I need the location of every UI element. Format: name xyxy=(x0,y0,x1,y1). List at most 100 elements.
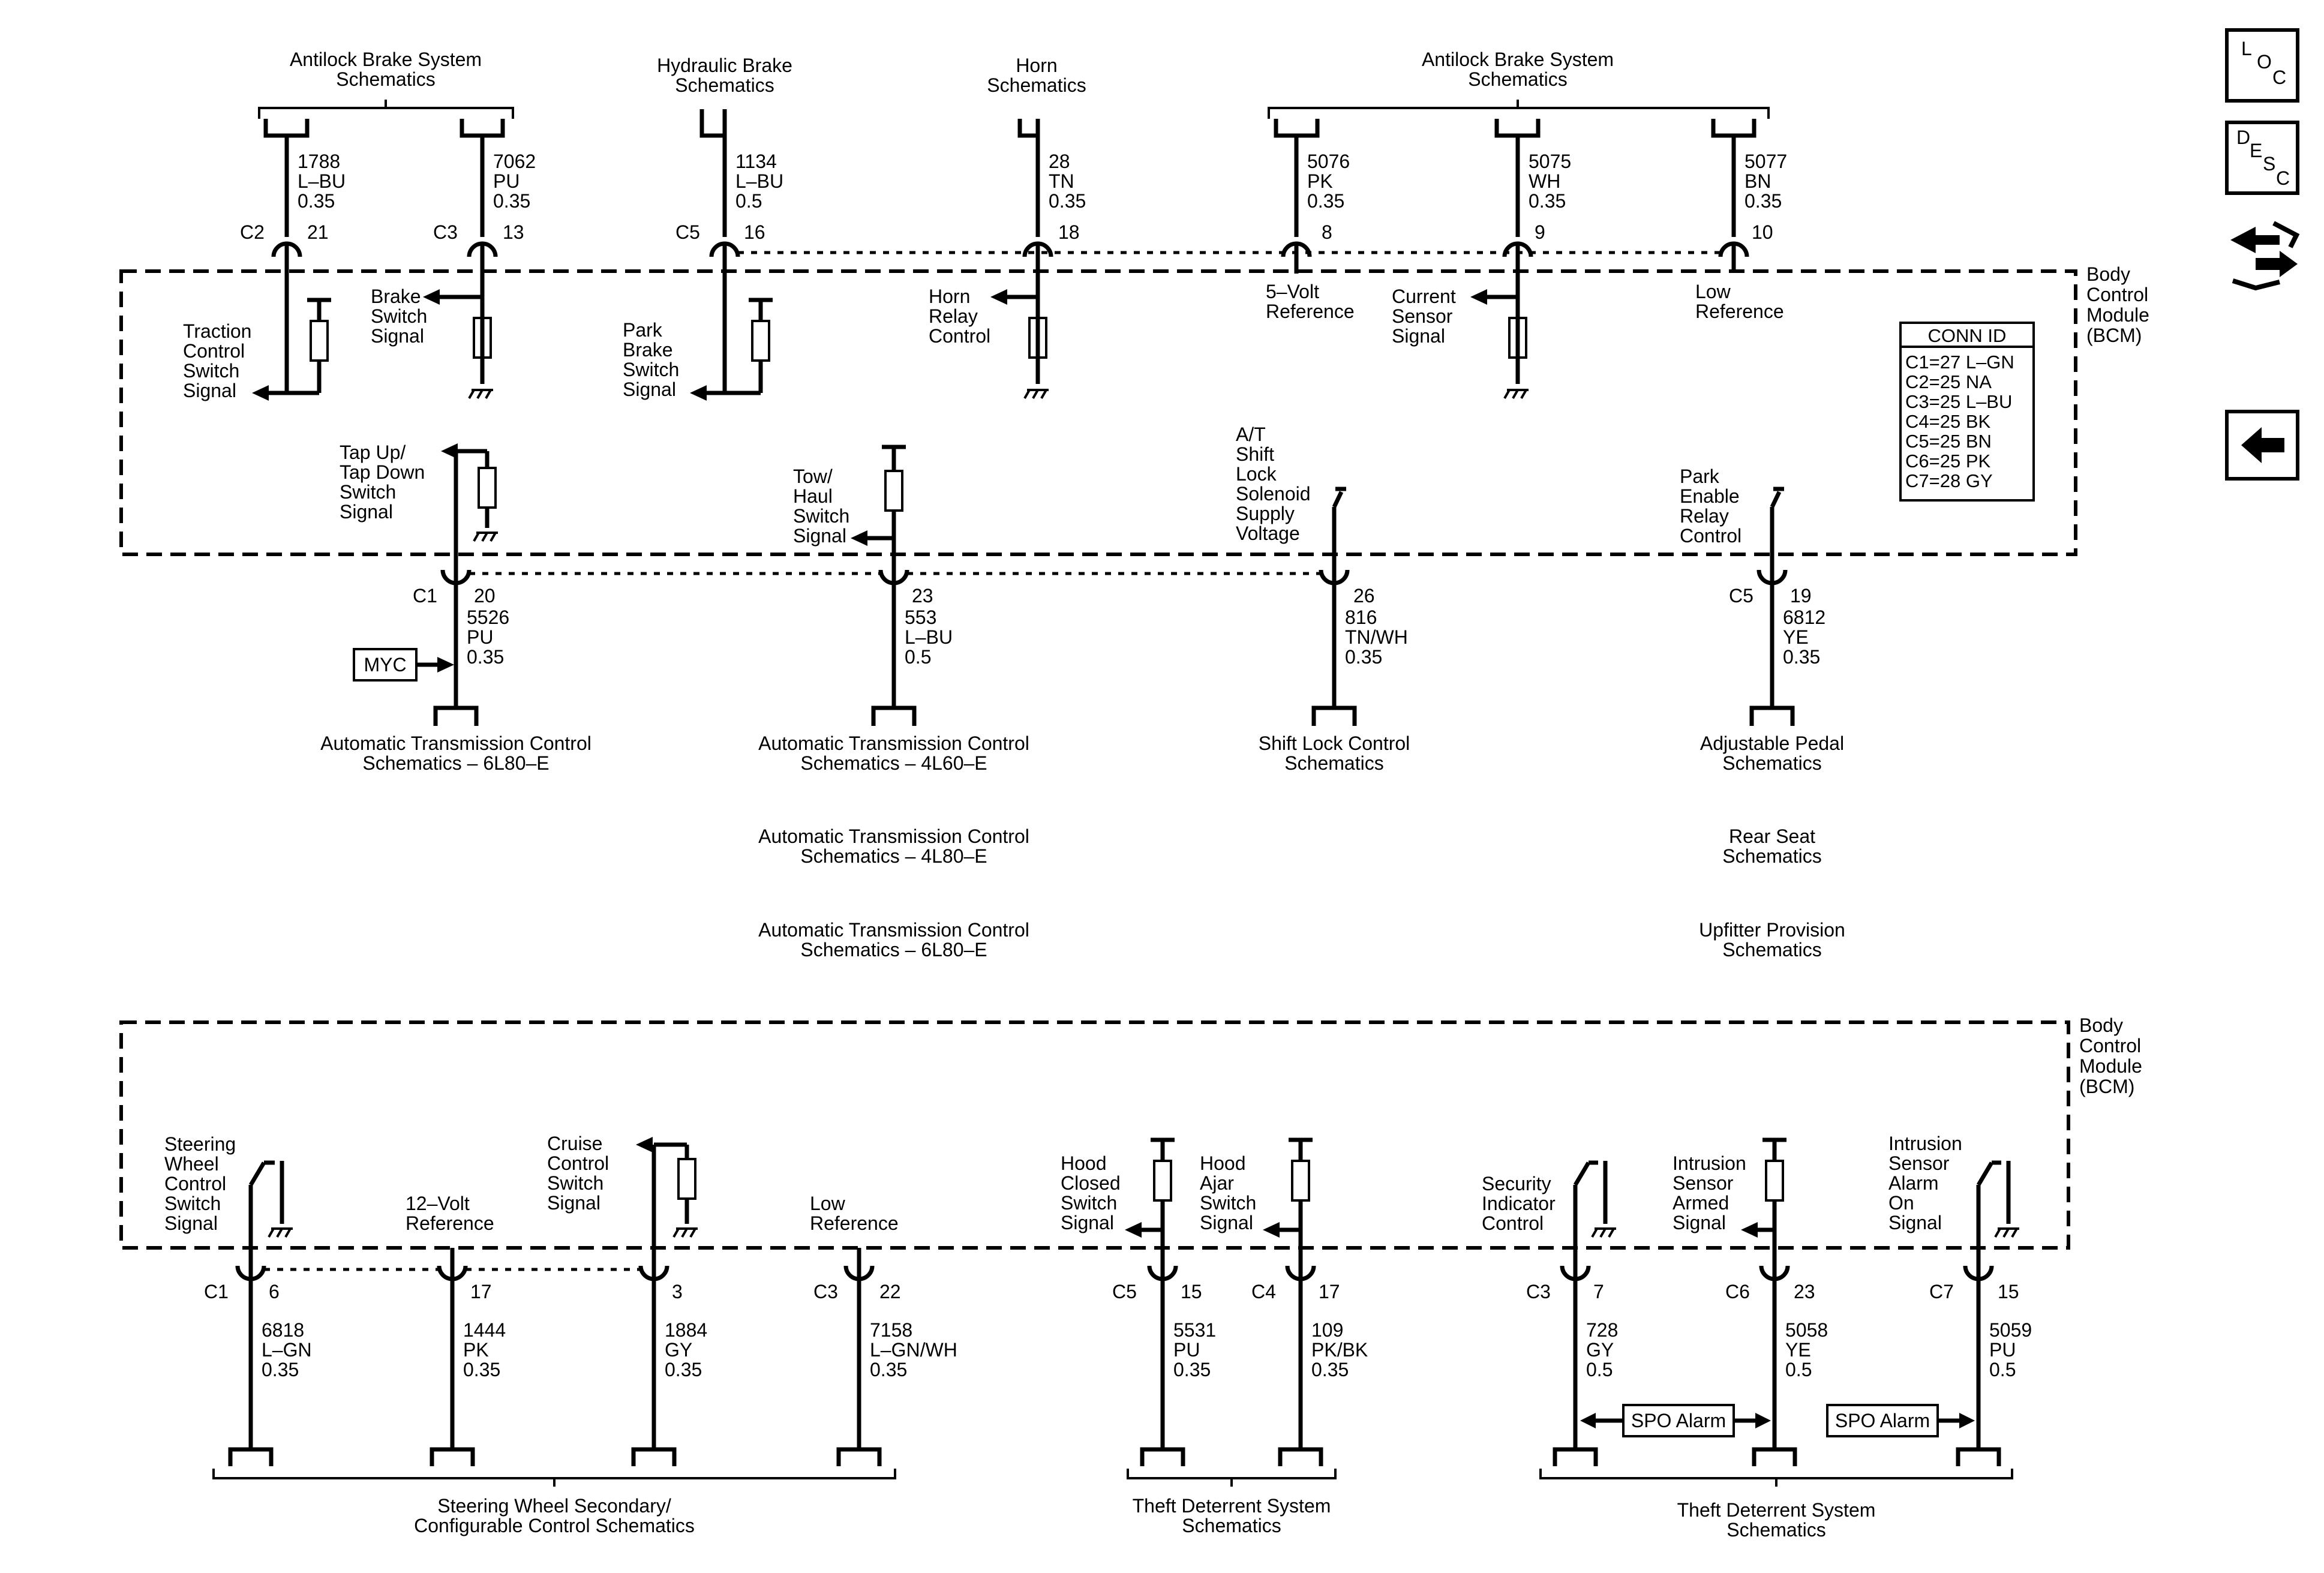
spo-alarm-box-1[interactable]: SPO Alarm xyxy=(1580,1404,1771,1437)
svg-text:Low: Low xyxy=(810,1193,846,1214)
security-label: Security Indicator Control xyxy=(1482,1173,1556,1234)
svg-text:15: 15 xyxy=(1998,1281,2019,1302)
shift-lock-label: A/T Shift Lock Solenoid Supply Voltage xyxy=(1236,424,1311,544)
wire-1134-label[interactable]: 1134 L–BU 0.5 xyxy=(735,151,783,212)
back-button[interactable] xyxy=(2225,410,2299,481)
svg-text:Security: Security xyxy=(1482,1173,1551,1194)
dest-atc-6l80[interactable]: Automatic Transmission Control Schematic… xyxy=(320,733,591,774)
svg-text:Schematics: Schematics xyxy=(1722,939,1821,960)
wire-28-label[interactable]: 28 TN 0.35 xyxy=(1049,151,1086,212)
svg-text:Switch: Switch xyxy=(340,481,396,503)
svg-text:L–BU: L–BU xyxy=(298,170,346,192)
wire-1444-label[interactable]: 1444 PK 0.35 xyxy=(463,1319,506,1380)
wire-109-label[interactable]: 109 PK/BK 0.35 xyxy=(1311,1319,1368,1380)
svg-text:Schematics: Schematics xyxy=(1182,1515,1281,1536)
connector-end-view-icon[interactable] xyxy=(2230,221,2300,291)
wire-5531-label[interactable]: 5531 PU 0.35 xyxy=(1173,1319,1216,1380)
svg-text:C1: C1 xyxy=(413,585,437,607)
wire-816-label[interactable]: 816 TN/WH 0.35 xyxy=(1345,607,1408,668)
spo-alarm-box-2[interactable]: SPO Alarm xyxy=(1826,1404,1975,1437)
brace-abs-right xyxy=(1268,100,1770,119)
wire-5077-label[interactable]: 5077 BN 0.35 xyxy=(1744,151,1787,212)
dest-abs-right[interactable]: Antilock Brake System Schematics xyxy=(1422,49,1614,90)
svg-text:Voltage: Voltage xyxy=(1236,523,1300,544)
dest-steering-secondary[interactable]: Steering Wheel Secondary/ Configurable C… xyxy=(414,1495,695,1536)
dest-adjustable-pedal[interactable]: Adjustable Pedal Schematics xyxy=(1700,733,1844,774)
svg-text:7062: 7062 xyxy=(493,151,536,172)
dest-theft-deterrent-2[interactable]: Theft Deterrent System Schematics xyxy=(1677,1499,1876,1541)
svg-text:D: D xyxy=(2236,127,2250,148)
svg-text:Control: Control xyxy=(183,340,245,362)
svg-text:Sensor: Sensor xyxy=(1392,305,1453,327)
svg-text:Park: Park xyxy=(623,319,663,341)
wire-6818-label[interactable]: 6818 L–GN 0.35 xyxy=(262,1319,312,1380)
svg-text:0.35: 0.35 xyxy=(870,1359,907,1380)
tow-circuit xyxy=(851,445,906,552)
svg-text:PU: PU xyxy=(1173,1339,1200,1361)
svg-text:YE: YE xyxy=(1783,626,1809,648)
svg-text:C5=25 BN: C5=25 BN xyxy=(1905,431,1992,452)
dest-atc-4l80[interactable]: Automatic Transmission Control Schematic… xyxy=(758,825,1029,867)
wire-1884-label[interactable]: 1884 GY 0.35 xyxy=(665,1319,707,1380)
svg-text:Switch: Switch xyxy=(183,360,239,382)
svg-text:0.5: 0.5 xyxy=(1785,1359,1812,1380)
svg-text:Horn: Horn xyxy=(929,286,970,307)
dest-horn[interactable]: Horn Schematics xyxy=(987,55,1086,96)
svg-text:C3: C3 xyxy=(1526,1281,1551,1302)
svg-text:23: 23 xyxy=(912,585,933,607)
svg-text:0.35: 0.35 xyxy=(493,190,530,212)
wire-1788-label[interactable]: 1788 L–BU 0.35 xyxy=(298,151,346,212)
top-pin-labels: C2 21 C3 13 C5 16 18 8 9 10 xyxy=(240,221,1773,243)
svg-text:13: 13 xyxy=(503,221,524,243)
svg-text:Signal: Signal xyxy=(1888,1212,1942,1233)
svg-text:1884: 1884 xyxy=(665,1319,707,1341)
svg-text:GY: GY xyxy=(665,1339,692,1361)
dest-atc-4l60[interactable]: Automatic Transmission Control Schematic… xyxy=(758,733,1029,774)
hood-ajar-circuit xyxy=(1263,1137,1313,1248)
svg-text:Signal: Signal xyxy=(1673,1212,1726,1233)
wire-7062-label[interactable]: 7062 PU 0.35 xyxy=(493,151,536,212)
desc-button[interactable]: D E S C xyxy=(2225,121,2299,195)
wire-5526-label[interactable]: 5526 PU 0.35 xyxy=(467,607,509,668)
wire-5058-label[interactable]: 5058 YE 0.5 xyxy=(1785,1319,1828,1380)
svg-text:Switch: Switch xyxy=(547,1172,603,1194)
dest-shift-lock[interactable]: Shift Lock Control Schematics xyxy=(1259,733,1410,774)
loc-button[interactable]: L O C xyxy=(2225,28,2299,103)
wire-6812-label[interactable]: 6812 YE 0.35 xyxy=(1783,607,1825,668)
wire-5076-label[interactable]: 5076 PK 0.35 xyxy=(1307,151,1350,212)
shift-lock-circuit xyxy=(1332,487,1346,552)
svg-text:Signal: Signal xyxy=(183,380,236,401)
svg-text:Schematics: Schematics xyxy=(1284,752,1383,774)
wire-553-label[interactable]: 553 L–BU 0.5 xyxy=(905,607,953,668)
svg-text:E: E xyxy=(2250,140,2262,161)
cruise-label: Cruise Control Switch Signal xyxy=(547,1133,609,1214)
dest-upfitter[interactable]: Upfitter Provision Schematics xyxy=(1699,919,1845,960)
svg-text:Relay: Relay xyxy=(929,305,978,327)
svg-text:Current: Current xyxy=(1392,286,1456,307)
wire-5059-label[interactable]: 5059 PU 0.5 xyxy=(1989,1319,2032,1380)
svg-text:Adjustable Pedal: Adjustable Pedal xyxy=(1700,733,1844,754)
svg-text:1134: 1134 xyxy=(735,151,777,172)
svg-text:19: 19 xyxy=(1790,585,1812,607)
wire-7158-label[interactable]: 7158 L–GN/WH 0.35 xyxy=(870,1319,957,1380)
dest-theft-deterrent-1[interactable]: Theft Deterrent System Schematics xyxy=(1133,1495,1331,1536)
wire-728-label[interactable]: 728 GY 0.5 xyxy=(1586,1319,1618,1380)
svg-text:WH: WH xyxy=(1529,170,1560,192)
dest-abs-left[interactable]: Antilock Brake System Schematics xyxy=(290,49,482,90)
five-volt-label: 5–Volt Reference xyxy=(1266,281,1355,322)
svg-text:Relay: Relay xyxy=(1680,505,1729,527)
svg-text:Schematics: Schematics xyxy=(1722,845,1821,867)
svg-text:18: 18 xyxy=(1058,221,1080,243)
dest-atc-6l80-2[interactable]: Automatic Transmission Control Schematic… xyxy=(758,919,1029,960)
svg-text:Indicator: Indicator xyxy=(1482,1193,1556,1214)
myc-box[interactable]: MYC xyxy=(353,648,454,682)
dest-hydraulic-brake[interactable]: Hydraulic Brake Schematics xyxy=(657,55,792,96)
svg-text:0.5: 0.5 xyxy=(1989,1359,2016,1380)
top-connector-cups xyxy=(271,241,1749,270)
svg-text:728: 728 xyxy=(1586,1319,1618,1341)
cruise-circuit xyxy=(636,1137,698,1248)
wire-5075-label[interactable]: 5075 WH 0.35 xyxy=(1529,151,1571,212)
dest-rear-seat[interactable]: Rear Seat Schematics xyxy=(1722,825,1821,867)
svg-text:S: S xyxy=(2263,153,2275,175)
svg-text:L–GN: L–GN xyxy=(262,1339,312,1361)
